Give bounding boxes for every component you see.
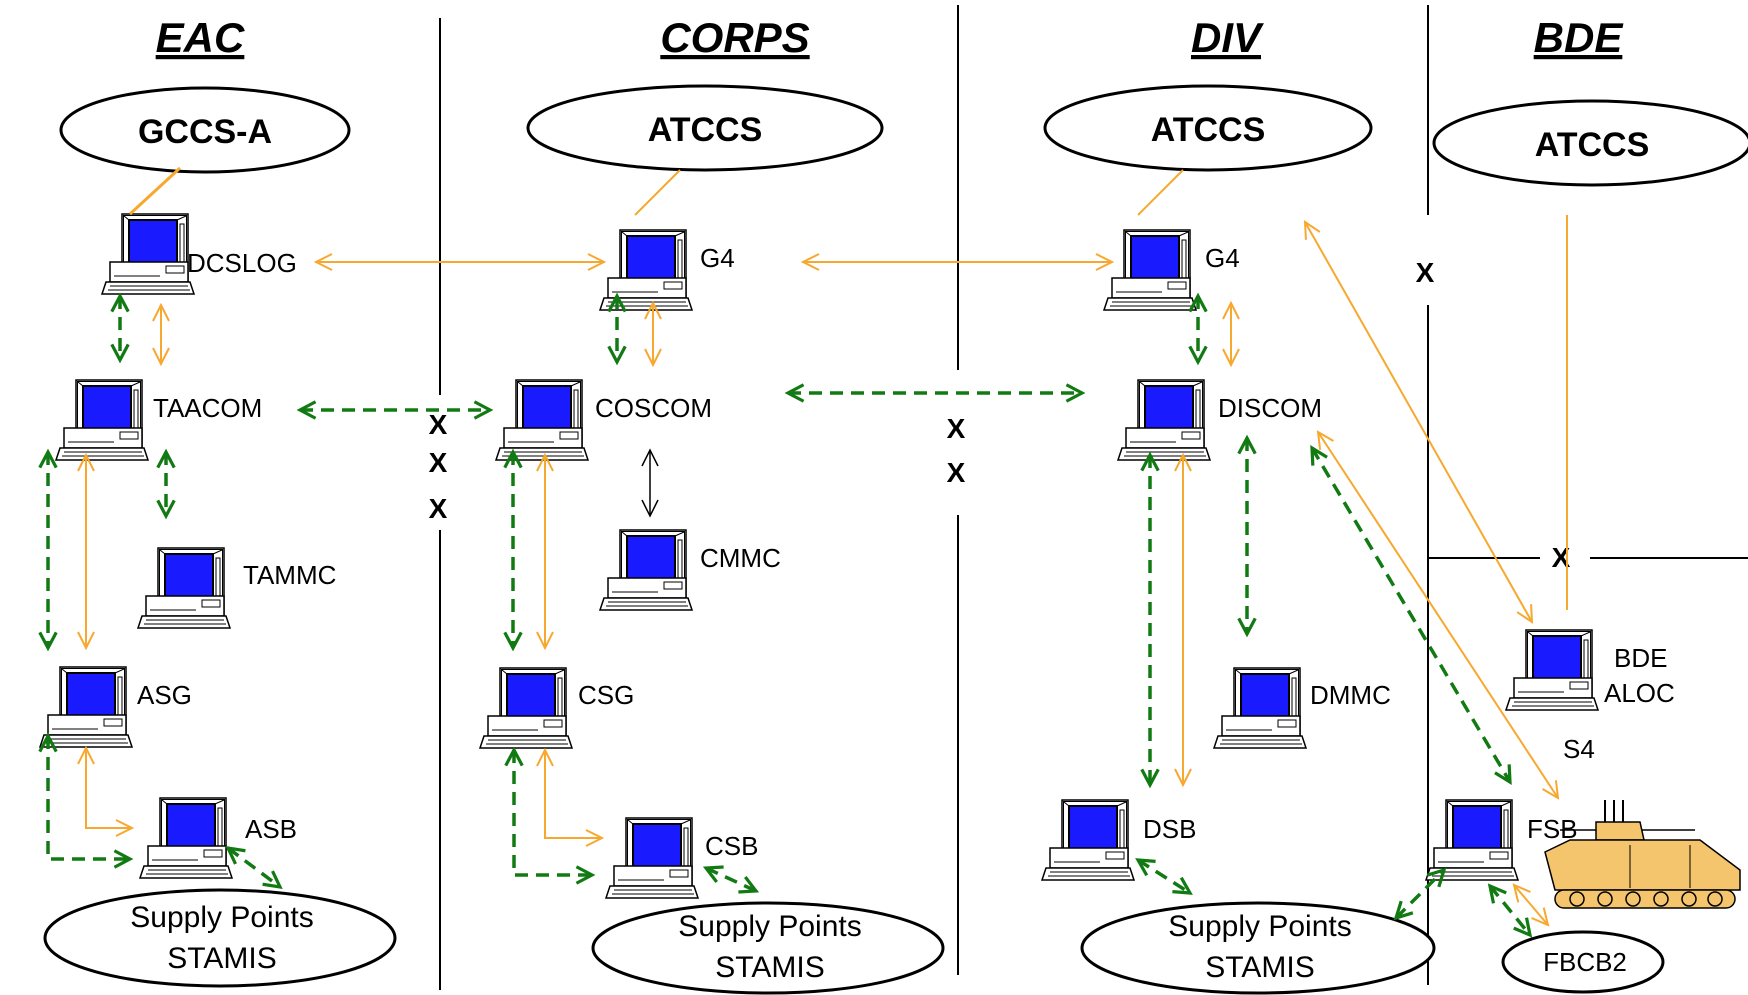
computer-icon-cmmc [599,529,693,611]
svg-text:FBCB2: FBCB2 [1543,947,1627,977]
computer-icon-dmmc [1213,667,1307,749]
label-div-g4: G4 [1205,243,1240,273]
system-atccs-corps: ATCCS [526,84,884,172]
svg-text:X: X [947,413,966,444]
system-gccs-a: GCCS-A [59,86,351,174]
computer-icon-dsb [1041,799,1135,881]
label-s4: S4 [1563,734,1595,764]
svg-text:X: X [429,447,448,478]
computers [39,213,1599,899]
svg-text:GCCS-A: GCCS-A [138,113,272,151]
supply-points-corps: Supply Points STAMIS [591,901,945,995]
label-cmmc: CMMC [700,543,781,573]
header-corps: CORPS [660,14,809,61]
svg-text:Supply Points: Supply Points [1168,910,1351,943]
label-taacom: TAACOM [153,393,262,423]
svg-text:Supply Points: Supply Points [130,901,313,934]
label-fsb: FSB [1527,814,1578,844]
computer-icon-taacom [55,379,149,461]
system-atccs-div: ATCCS [1043,84,1373,172]
label-csb: CSB [705,831,758,861]
svg-text:Supply Points: Supply Points [678,910,861,943]
fbcb2-node: FBCB2 [1501,930,1665,994]
svg-text:ATCCS: ATCCS [1151,111,1266,149]
svg-text:X: X [947,457,966,488]
computer-icon-dcslog [101,213,195,295]
svg-text:STAMIS: STAMIS [715,951,824,984]
computer-icon-bde-aloc [1505,629,1599,711]
label-dsb: DSB [1143,814,1196,844]
header-eac: EAC [156,14,245,61]
node-labels: DCSLOG TAACOM TAMMC ASG ASB G4 COSCOM CM… [137,243,1675,861]
label-asg: ASG [137,680,192,710]
computer-icon-fsb [1425,799,1519,881]
supply-points-div: Supply Points STAMIS [1080,901,1436,995]
computer-icon-coscom [495,379,589,461]
system-atccs-bde: ATCCS [1432,99,1748,187]
computer-icon-corps-g4 [599,229,693,311]
label-tammc: TAMMC [243,560,336,590]
green-links [38,292,1533,938]
label-discom: DISCOM [1218,393,1322,423]
label-bde-aloc-line1: BDE [1614,643,1667,673]
label-csg: CSG [578,680,634,710]
header-div: DIV [1191,14,1264,61]
header-bde: BDE [1534,14,1625,61]
supply-points-eac: Supply Points STAMIS [43,888,397,988]
computer-icon-csb [605,817,699,899]
computer-icon-discom [1117,379,1211,461]
label-dcslog: DCSLOG [187,248,297,278]
computer-icon-csg [479,667,573,749]
svg-text:ATCCS: ATCCS [1535,126,1650,164]
svg-text:STAMIS: STAMIS [1205,951,1314,984]
computer-icon-asb [139,797,233,879]
svg-text:STAMIS: STAMIS [167,942,276,975]
svg-text:X: X [429,493,448,524]
label-dmmc: DMMC [1310,680,1391,710]
label-asb: ASB [245,814,297,844]
label-corps-g4: G4 [700,243,735,273]
svg-text:ATCCS: ATCCS [648,111,763,149]
svg-text:X: X [1416,257,1435,288]
vehicle-icon [1544,800,1741,909]
label-bde-aloc-line2: ALOC [1604,678,1675,708]
computer-icon-tammc [137,547,231,629]
computer-icon-asg [39,666,133,748]
system-links [128,166,1568,610]
svg-text:X: X [429,409,448,440]
label-coscom: COSCOM [595,393,712,423]
computer-icon-div-g4 [1103,229,1197,311]
